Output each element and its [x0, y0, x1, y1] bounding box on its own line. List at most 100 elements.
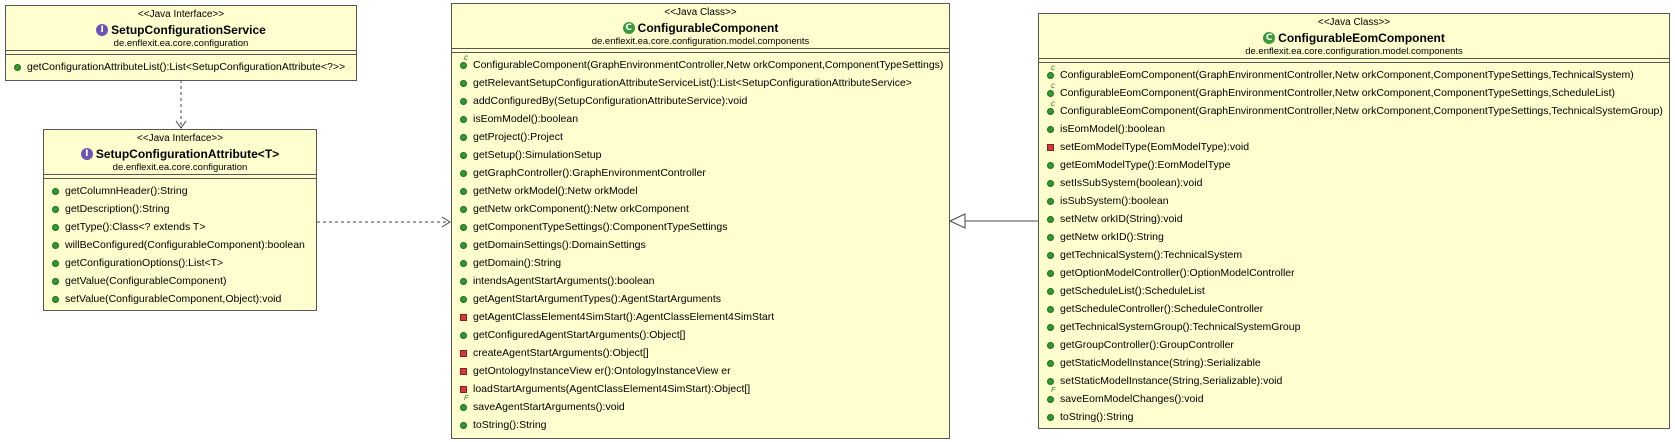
- constructor-icon: [1043, 99, 1057, 118]
- method-row[interactable]: getNetw orkComponent():Netw orkComponent: [456, 200, 949, 218]
- public-method-icon: [456, 328, 470, 342]
- class-name[interactable]: SetupConfigurationAttribute<T>: [95, 147, 280, 161]
- method-row[interactable]: saveAgentStartArguments():void: [456, 395, 949, 416]
- method-signature: toString():String: [473, 419, 547, 431]
- method-signature: getNetw orkComponent():Netw orkComponent: [473, 203, 689, 215]
- method-row[interactable]: setIsSubSystem(boolean):void: [1043, 174, 1669, 192]
- method-row[interactable]: getStaticModelInstance(String):Serializa…: [1043, 354, 1669, 372]
- interface-icon: I: [96, 24, 109, 36]
- class-name[interactable]: SetupConfigurationService: [111, 23, 266, 37]
- method-row[interactable]: intendsAgentStartArguments():boolean: [456, 272, 949, 290]
- method-signature: getAgentClassElement4SimStart():AgentCla…: [473, 311, 775, 323]
- stereotype-label: <<Java Class>>: [664, 7, 737, 18]
- method-row[interactable]: getTechnicalSystemGroup():TechnicalSyste…: [1043, 318, 1669, 336]
- method-row[interactable]: getOntologyInstanceView er():OntologyIns…: [456, 362, 949, 380]
- method-row[interactable]: getEomModelType():EomModelType: [1043, 156, 1669, 174]
- method-row[interactable]: getConfigurationAttributeList():List<Set…: [10, 58, 356, 76]
- public-method-icon: [1043, 356, 1057, 370]
- method-row[interactable]: getNetw orkID():String: [1043, 228, 1669, 246]
- method-row[interactable]: getTechnicalSystem():TechnicalSystem: [1043, 246, 1669, 264]
- method-signature: isSubSystem():boolean: [1060, 195, 1169, 207]
- method-row[interactable]: getOptionModelController():OptionModelCo…: [1043, 264, 1669, 282]
- method-row[interactable]: loadStartArguments(AgentClassElement4Sim…: [456, 380, 949, 398]
- method-row[interactable]: getAgentClassElement4SimStart():AgentCla…: [456, 308, 949, 326]
- method-signature: getType():Class<? extends T>: [65, 221, 206, 233]
- stereotype-label: <<Java Class>>: [1317, 17, 1391, 28]
- method-row[interactable]: setValue(ConfigurableComponent,Object):v…: [48, 290, 316, 308]
- public-method-icon: [456, 220, 470, 234]
- method-row[interactable]: isEomModel():boolean: [1043, 120, 1669, 138]
- method-row[interactable]: getType():Class<? extends T>: [48, 218, 316, 236]
- method-row[interactable]: isEomModel():boolean: [456, 110, 949, 128]
- method-row[interactable]: getRelevantSetupConfigurationAttributeSe…: [456, 74, 949, 92]
- method-row[interactable]: toString():String: [456, 416, 949, 434]
- method-row[interactable]: getScheduleController():ScheduleControll…: [1043, 300, 1669, 318]
- method-row[interactable]: getGroupController():GroupController: [1043, 336, 1669, 354]
- method-row[interactable]: getAgentStartArgumentTypes():AgentStartA…: [456, 290, 949, 308]
- method-row[interactable]: setStaticModelInstance(String,Serializab…: [1043, 372, 1669, 390]
- package-name: de.enflexit.ea.core.configuration: [112, 162, 248, 173]
- method-signature: getScheduleList():ScheduleList: [1060, 285, 1205, 297]
- public-method-icon: [1043, 338, 1057, 352]
- method-row[interactable]: setEomModelType(EomModelType):void: [1043, 138, 1669, 156]
- method-signature: getScheduleController():ScheduleControll…: [1060, 303, 1264, 315]
- method-row[interactable]: addConfiguredBy(SetupConfigurationAttrib…: [456, 92, 949, 110]
- method-row[interactable]: getConfiguredAgentStartArguments():Objec…: [456, 326, 949, 344]
- method-row[interactable]: ConfigurableComponent(GraphEnvironmentCo…: [456, 53, 949, 74]
- method-row[interactable]: createAgentStartArguments():Object[]: [456, 344, 949, 362]
- method-row[interactable]: getValue(ConfigurableComponent): [48, 272, 316, 290]
- method-row[interactable]: getDomainSettings():DomainSettings: [456, 236, 949, 254]
- method-row[interactable]: ConfigurableEomComponent(GraphEnvironmen…: [1043, 81, 1669, 102]
- method-row[interactable]: getProject():Project: [456, 128, 949, 146]
- method-row[interactable]: getDescription():String: [48, 200, 316, 218]
- method-signature: setEomModelType(EomModelType):void: [1060, 141, 1250, 153]
- method-signature: isEomModel():boolean: [473, 113, 579, 125]
- method-row[interactable]: getDomain():String: [456, 254, 949, 272]
- class-name[interactable]: ConfigurableComponent: [637, 21, 779, 35]
- public-method-icon: [456, 418, 470, 432]
- method-row[interactable]: getComponentTypeSettings():ComponentType…: [456, 218, 949, 236]
- method-row[interactable]: getGraphController():GraphEnvironmentCon…: [456, 164, 949, 182]
- private-method-icon: [456, 364, 470, 378]
- public-method-icon: [1043, 410, 1057, 424]
- method-row[interactable]: getScheduleList():ScheduleList: [1043, 282, 1669, 300]
- method-row[interactable]: getConfigurationOptions():List<T>: [48, 254, 316, 272]
- public-method-icon: [456, 238, 470, 252]
- attributes-compartment: [452, 48, 949, 49]
- public-method-icon: [48, 274, 62, 288]
- public-method-icon: [1043, 212, 1057, 226]
- method-row[interactable]: saveEomModelChanges():void: [1043, 387, 1669, 408]
- method-signature: getRelevantSetupConfigurationAttributeSe…: [473, 77, 912, 89]
- method-signature: getConfigurationAttributeList():List<Set…: [27, 61, 346, 73]
- public-method-icon: [456, 202, 470, 216]
- private-method-icon: [456, 382, 470, 396]
- method-row[interactable]: ConfigurableEomComponent(GraphEnvironmen…: [1043, 99, 1669, 120]
- method-signature: getGroupController():GroupController: [1060, 339, 1234, 351]
- method-row[interactable]: isSubSystem():boolean: [1043, 192, 1669, 210]
- method-signature: setValue(ConfigurableComponent,Object):v…: [65, 293, 282, 305]
- method-row[interactable]: getSetup():SimulationSetup: [456, 146, 949, 164]
- public-method-icon: [456, 76, 470, 90]
- public-method-icon: [48, 202, 62, 216]
- method-row[interactable]: ConfigurableEomComponent(GraphEnvironmen…: [1043, 63, 1669, 84]
- method-row[interactable]: willBeConfigured(ConfigurableComponent):…: [48, 236, 316, 254]
- method-signature: getOntologyInstanceView er():OntologyIns…: [473, 365, 731, 377]
- method-row[interactable]: getNetw orkModel():Netw orkModel: [456, 182, 949, 200]
- public-method-icon: [48, 256, 62, 270]
- method-signature: getValue(ConfigurableComponent): [65, 275, 227, 287]
- method-row[interactable]: getColumnHeader():String: [48, 182, 316, 200]
- method-signature: getDomain():String: [473, 257, 562, 269]
- class-name[interactable]: ConfigurableEomComponent: [1278, 31, 1445, 45]
- method-row[interactable]: setNetw orkID(String):void: [1043, 210, 1669, 228]
- method-row[interactable]: toString():String: [1043, 408, 1669, 426]
- method-signature: setIsSubSystem(boolean):void: [1060, 177, 1203, 189]
- method-signature: toString():String: [1060, 411, 1134, 423]
- public-method-icon: [456, 166, 470, 180]
